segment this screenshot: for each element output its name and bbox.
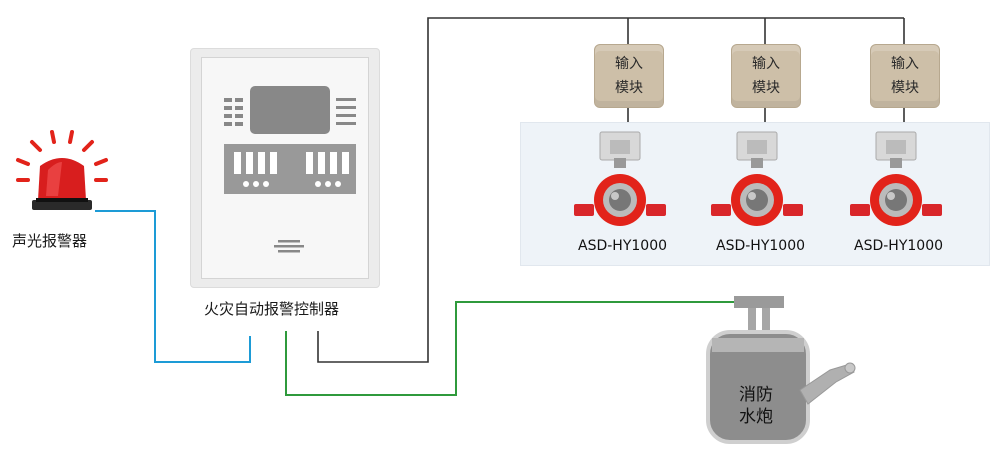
input-module-2: 输入 模块 xyxy=(731,44,801,108)
input-module-line1: 输入 xyxy=(891,56,919,72)
controller-face xyxy=(201,57,369,279)
input-module-line2: 模块 xyxy=(615,80,643,96)
input-module-line2: 模块 xyxy=(891,80,919,96)
alarm-label: 声光报警器 xyxy=(12,232,88,250)
flame-detector-icon xyxy=(574,131,666,226)
alarm-icon xyxy=(16,130,108,210)
bus-wire xyxy=(317,17,904,363)
cannon-label: 消防 水炮 xyxy=(739,384,773,428)
flame-detector-icon xyxy=(850,131,942,226)
cannon-label-line1: 消防 xyxy=(739,385,773,405)
detector-model-3: ASD-HY1000 xyxy=(854,238,944,254)
cannon-label-line2: 水炮 xyxy=(739,407,773,427)
controller-panel-icon xyxy=(224,86,356,253)
fire-alarm-controller xyxy=(190,48,380,288)
input-module-3: 输入 模块 xyxy=(870,44,940,108)
cannon-wire xyxy=(285,301,740,396)
flame-detector-icon xyxy=(711,131,803,226)
detector-model-1: ASD-HY1000 xyxy=(578,238,668,254)
input-module-line1: 输入 xyxy=(752,56,780,72)
input-module-line2: 模块 xyxy=(752,80,780,96)
detector-model-2: ASD-HY1000 xyxy=(716,238,806,254)
controller-label: 火灾自动报警控制器 xyxy=(204,300,340,318)
water-cannon-icon xyxy=(706,296,856,444)
alarm-wire xyxy=(95,210,251,363)
input-module-line1: 输入 xyxy=(615,56,643,72)
input-module-1: 输入 模块 xyxy=(594,44,664,108)
